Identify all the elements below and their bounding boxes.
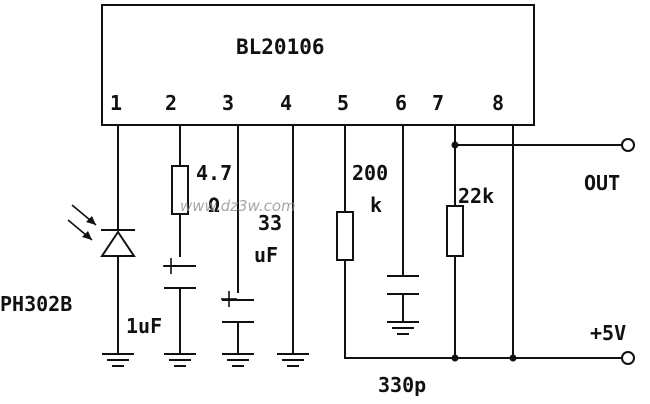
out-terminal	[621, 138, 635, 152]
ground-icon	[387, 321, 419, 335]
resistor-pin2-value: 4.7	[196, 161, 232, 185]
pin-8-label: 8	[492, 91, 504, 115]
ground-icon	[277, 353, 309, 367]
vcc-rail	[344, 354, 623, 362]
resistor-pin7-value: 22k	[458, 184, 494, 208]
vcc-terminal	[621, 351, 635, 365]
cap-pin3-unit: uF	[254, 243, 278, 267]
photodiode-symbol	[100, 230, 136, 257]
out-label: OUT	[584, 171, 620, 195]
photodiode-label: PH302B	[0, 292, 72, 316]
resistor-22k	[446, 205, 464, 257]
light-arrows-icon	[67, 204, 97, 241]
ground-icon	[222, 353, 254, 367]
pin-5-label: 5	[337, 91, 349, 115]
pin3-branch	[221, 124, 254, 355]
ground-icon	[164, 353, 196, 367]
pin7-branch	[446, 124, 623, 359]
pin1-branch	[67, 124, 136, 355]
resistor-pin2-unit: Ω	[208, 193, 220, 217]
cap-pin2-value: 1uF	[126, 314, 162, 338]
watermark: www.dz3w.com	[180, 197, 296, 215]
pin-6-label: 6	[395, 91, 407, 115]
cap-pin6-value: 330p	[378, 373, 426, 397]
junction-dot	[451, 354, 459, 362]
junction-dot	[451, 141, 459, 149]
pin-1-label: 1	[110, 91, 122, 115]
pin6-branch	[387, 124, 419, 323]
cap-pin3-value: 33	[258, 211, 282, 235]
pin-7-label: 7	[432, 91, 444, 115]
pin2-branch	[163, 124, 196, 355]
ic-label: BL20106	[236, 35, 325, 59]
pin-4-label: 4	[280, 91, 292, 115]
pin5-branch	[336, 124, 354, 359]
resistor-pin5-value: 200	[352, 161, 388, 185]
resistor-200k	[336, 211, 354, 261]
pin-3-label: 3	[222, 91, 234, 115]
ground-icon	[102, 353, 134, 367]
resistor-pin5-unit: k	[370, 193, 382, 217]
ic-body	[101, 4, 535, 126]
vcc-label: +5V	[590, 321, 626, 345]
junction-dot	[509, 354, 517, 362]
pin-2-label: 2	[165, 91, 177, 115]
